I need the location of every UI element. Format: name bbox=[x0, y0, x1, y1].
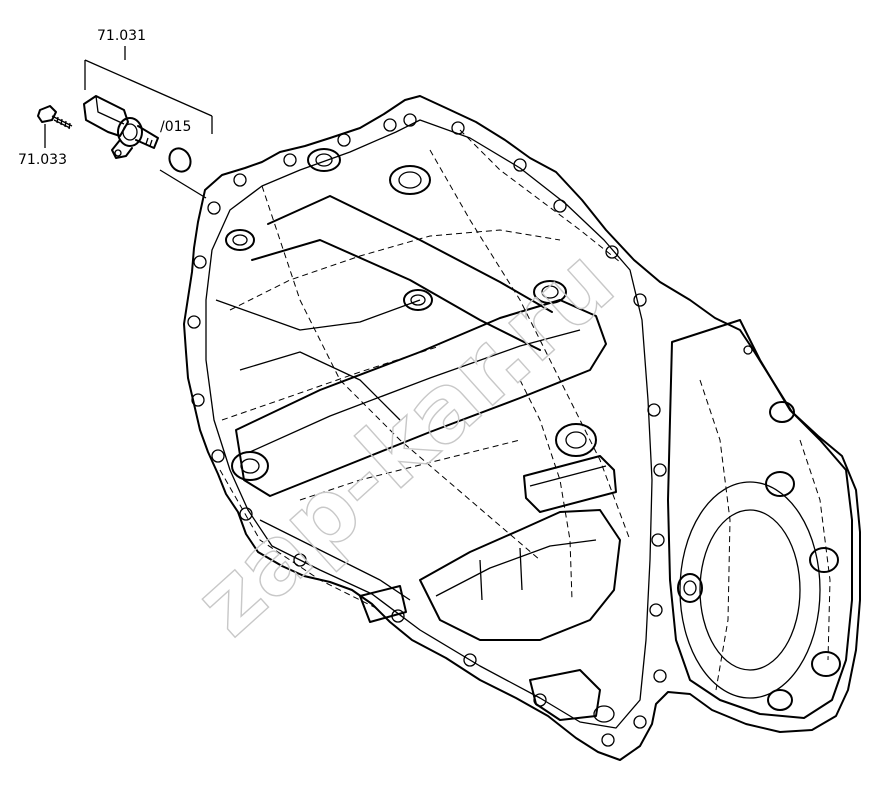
installation-axis-line bbox=[159, 169, 207, 199]
o-ring-part bbox=[168, 147, 192, 173]
transmission-housing bbox=[183, 95, 861, 761]
screw-part bbox=[37, 105, 73, 130]
watermark-text: zap-kar.ru bbox=[175, 228, 634, 656]
part-label-71033[interactable]: 71.033 bbox=[18, 152, 67, 168]
part-label-015[interactable]: /015 bbox=[160, 119, 191, 135]
speed-sensor-part bbox=[83, 95, 159, 159]
callout-bracket-71031 bbox=[84, 46, 213, 134]
part-label-71031[interactable]: 71.031 bbox=[97, 28, 146, 44]
